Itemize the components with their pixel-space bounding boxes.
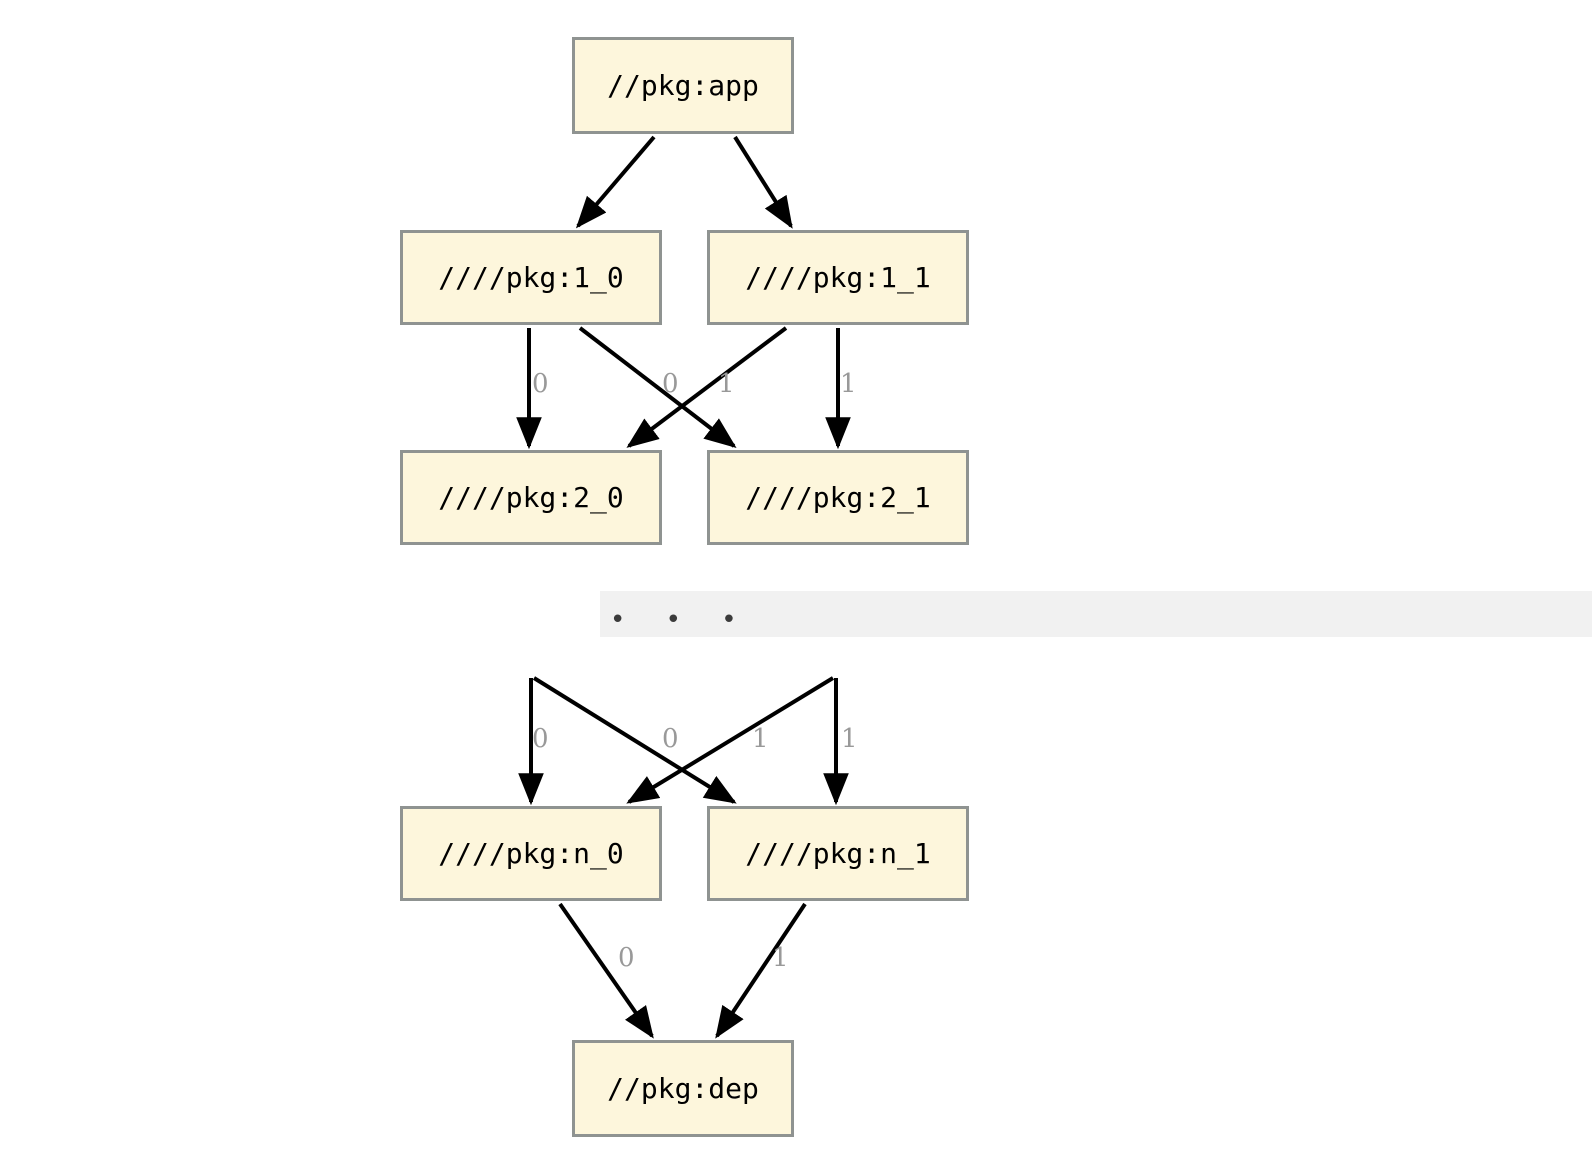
- edges-group: [516, 135, 851, 1039]
- node-label: ////pkg:1_0: [438, 260, 624, 294]
- graph-node-app[interactable]: //pkg:app: [572, 37, 794, 134]
- elided-section-band: • • •: [600, 591, 1592, 637]
- graph-node-dep[interactable]: //pkg:dep: [572, 1040, 794, 1137]
- edge-label: 1: [752, 724, 769, 754]
- graph-node-ln_0[interactable]: ////pkg:n_0: [400, 806, 662, 901]
- graph-edge-l1_0-to-l2_1: [578, 326, 737, 448]
- edge-label: 0: [532, 724, 549, 754]
- node-label: ////pkg:1_1: [745, 260, 931, 294]
- node-label: //pkg:app: [607, 68, 759, 102]
- graph-edge-elided-to-ln_0: [626, 676, 835, 804]
- ellipsis-dots: • • •: [610, 605, 753, 635]
- graph-edge-ln_1-to-dep: [715, 902, 807, 1039]
- edge-label: 1: [841, 724, 858, 754]
- edge-label: 0: [532, 369, 549, 399]
- node-label: ////pkg:n_1: [745, 836, 931, 870]
- graph-edge-l1_1-to-l2_0: [626, 326, 788, 448]
- edge-label: 1: [840, 369, 857, 399]
- edge-label: 1: [772, 943, 789, 973]
- node-label: ////pkg:n_0: [438, 836, 624, 870]
- graph-edge-app-to-l1_1: [733, 135, 793, 229]
- graph-node-l2_1[interactable]: ////pkg:2_1: [707, 450, 969, 545]
- graph-node-ln_1[interactable]: ////pkg:n_1: [707, 806, 969, 901]
- edge-label: 0: [618, 943, 635, 973]
- graph-edge-ln_0-to-dep: [558, 902, 654, 1039]
- graph-edge-app-to-l1_0: [575, 135, 656, 229]
- node-label: ////pkg:2_1: [745, 480, 931, 514]
- edge-label: 1: [718, 369, 735, 399]
- graph-node-l1_1[interactable]: ////pkg:1_1: [707, 230, 969, 325]
- edge-label: 0: [662, 369, 679, 399]
- graph-node-l1_0[interactable]: ////pkg:1_0: [400, 230, 662, 325]
- edge-label: 0: [662, 724, 679, 754]
- graph-edge-elided-to-ln_1: [532, 676, 737, 804]
- node-label: ////pkg:2_0: [438, 480, 624, 514]
- node-label: //pkg:dep: [607, 1071, 759, 1105]
- graph-node-l2_0[interactable]: ////pkg:2_0: [400, 450, 662, 545]
